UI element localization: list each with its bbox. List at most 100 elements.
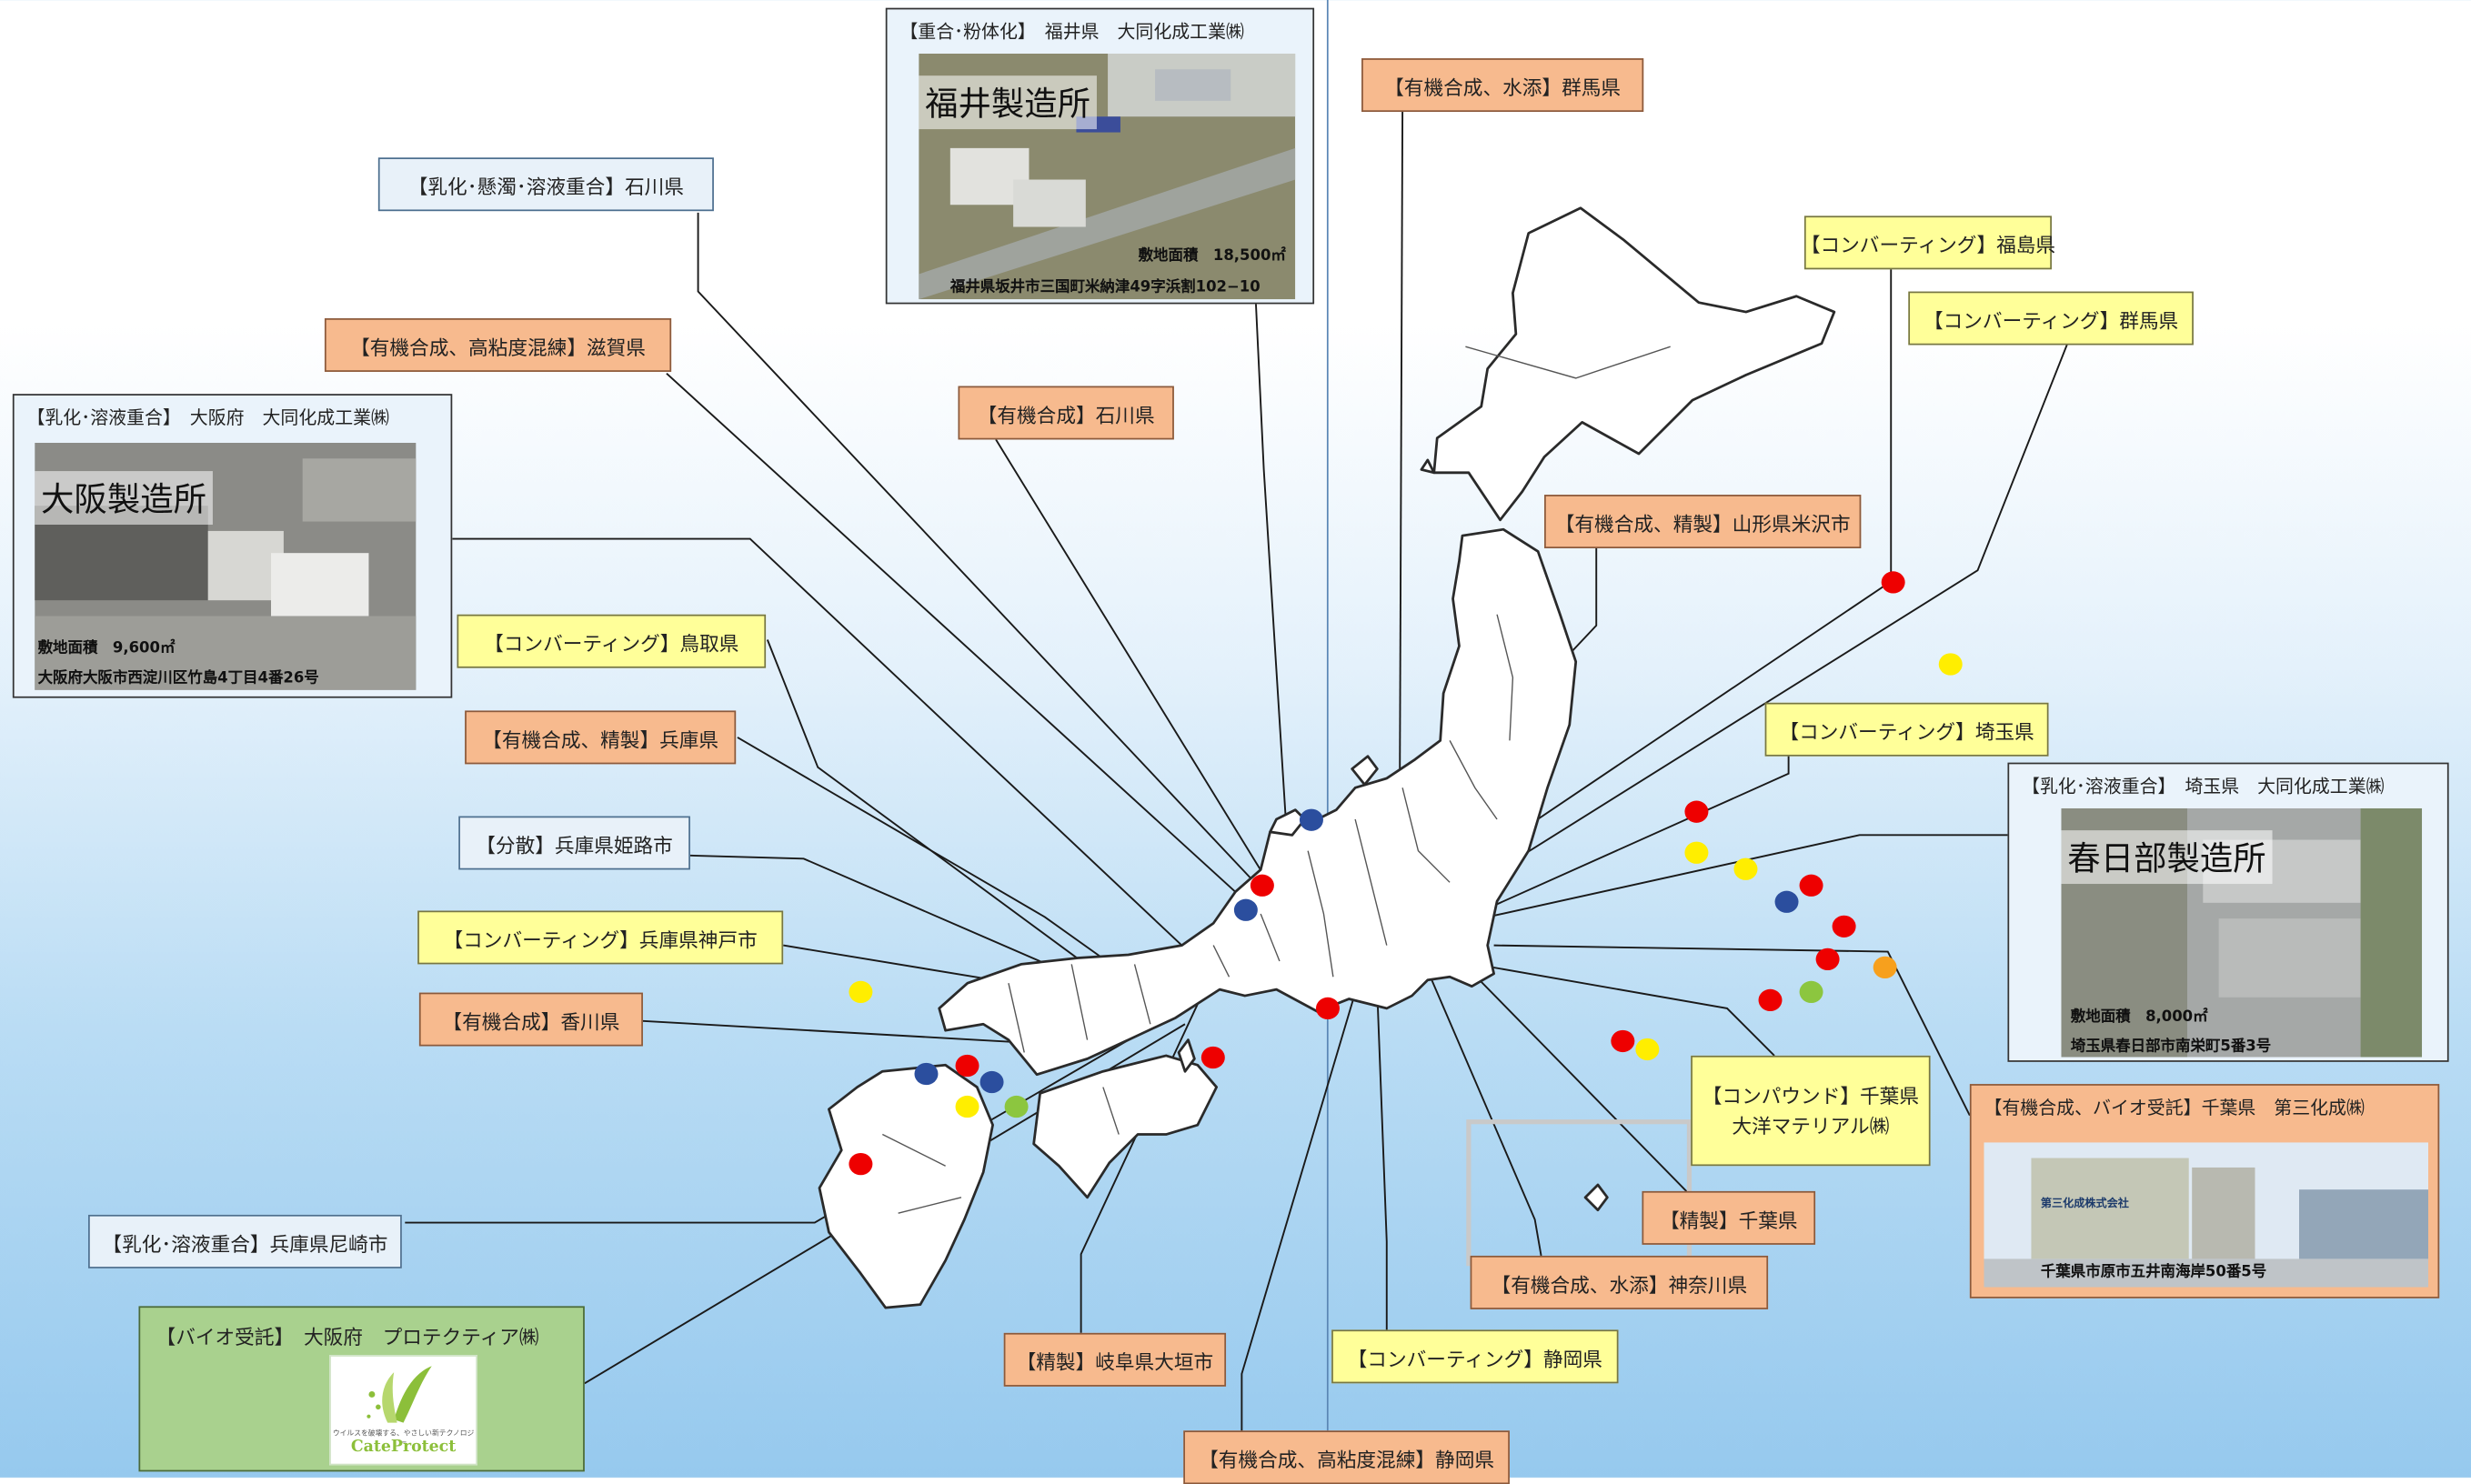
label-amagasaki-emul: 【乳化･溶液重合】兵庫県尼崎市 [88,1214,402,1268]
logo-name: CateProtect [350,1438,457,1457]
leader-gunma-conv [1433,343,2069,912]
site-dot-blue [914,1062,939,1086]
osaka-factory-name: 大阪製造所 [35,471,213,525]
leader-fukui [1255,304,1291,872]
label-kobe-conv: 【コンバーティング】兵庫県神戸市 [417,910,784,965]
pref-border-3 [1401,787,1451,883]
site-dot-blue [1299,808,1323,831]
pref-border-10 [1008,983,1025,1053]
kyushu [818,1063,994,1309]
label-saitama-conv: 【コンバーティング】埼玉県 [1764,702,2049,757]
label-ishikawa-emul: 【乳化･懸濁･溶液重合】石川県 [377,157,714,212]
pref-border-9 [1070,964,1089,1040]
label-hyogo-org: 【有機合成、精製】兵庫県 [465,710,737,765]
kasukabe-area: 敷地面積 8,000㎡ [2070,1008,2208,1026]
fukui-photo: 福井製造所 敷地面積 18,500㎡ 福井県坂井市三国町米納津49字浜割102−… [919,53,1296,300]
kasukabe-header: 【乳化･溶液重合】 埼玉県 大同化成工業㈱ [2022,775,2385,797]
noto-peninsula [1269,808,1307,837]
pref-border-6 [1260,913,1281,962]
site-dot-yellow [1635,1038,1660,1061]
hokkaido [1432,206,1836,522]
kasukabe-photo: 春日部製造所 敷地面積 8,000㎡ 埼玉県春日部市南栄町5番3号 [2061,807,2423,1058]
fukui-factory-box: 【重合･粉体化】 福井県 大同化成工業㈱ 福井製造所 敷地面積 18,500㎡ … [885,7,1315,305]
shikoku [1032,1054,1219,1199]
label-fukushima-conv: 【コンバーティング】福島県 [1801,216,2055,270]
label-shizuoka-org: 【有機合成、高粘度混練】静岡県 [1183,1430,1510,1484]
leader-ishikawa-org [995,438,1271,887]
label-chiba-refine: 【精製】千葉県 [1642,1190,1816,1245]
bio-header: 【バイオ受託】 大阪府 プロテクティア㈱ [156,1325,539,1349]
label-yamagata-org: 【有機合成、精製】山形県米沢市 [1544,495,1862,548]
leader-ishikawa-emul [697,212,1259,887]
honshu [938,527,1578,1077]
label-kanagawa-org: 【有機合成、水添】神奈川県 [1470,1255,1769,1309]
label-ogaki-refine: 【精製】岐阜県大垣市 [1003,1332,1227,1387]
pref-border-14 [1465,346,1671,379]
leader-shiga [666,372,1238,895]
cateprotect-logo: ウイルスを破壊する、やさしい新テクノロジー CateProtect [329,1355,478,1466]
site-dot-red [1684,800,1709,823]
label-chiba-compound-line1: 【コンパウンド】千葉県 [1702,1083,1920,1108]
daisan-address: 千葉県市原市五井南海岸50番5号 [2040,1263,2267,1281]
site-dot-orange [1873,956,1897,979]
divider-line [1326,0,1329,1479]
fukui-area: 敷地面積 18,500㎡ [1138,247,1286,266]
pref-border-8 [1133,964,1151,1025]
site-dot-red [849,1152,873,1176]
site-dot-yellow [1938,653,1963,676]
pref-border-13 [898,1197,962,1214]
kasukabe-address: 埼玉県春日部市南栄町5番3号 [2070,1038,2272,1056]
leader-amagasaki [405,1015,1170,1224]
label-kagawa-org: 【有機合成】香川県 [418,992,643,1047]
osaka-factory-box: 【乳化･溶液重合】 大阪府 大同化成工業㈱ 大阪製造所 敷地面積 9,600㎡ … [12,394,453,698]
pref-border-12 [882,1133,946,1167]
leader-shizuoka-conv [1376,992,1388,1332]
label-ishikawa-org: 【有機合成】石川県 [958,386,1174,440]
leader-osaka [452,537,1211,973]
leader-himeji [689,854,1139,1005]
pref-border-5 [1307,850,1334,978]
site-dot-green [1004,1095,1029,1118]
kasukabe-factory-name: 春日部製造所 [2061,830,2273,885]
site-dot-yellow [955,1095,979,1118]
kasukabe-factory-box: 【乳化･溶液重合】 埼玉県 大同化成工業㈱ 春日部製造所 敷地面積 8,000㎡… [2007,762,2449,1062]
fukui-header: 【重合･粉体化】 福井県 大同化成工業㈱ [899,20,1244,43]
osaka-header: 【乳化･溶液重合】 大阪府 大同化成工業㈱ [26,406,389,429]
leader-kasukabe [1459,834,2008,925]
site-dot-red [955,1054,979,1078]
sado-island [1351,755,1379,787]
logo-tagline: ウイルスを破壊する、やさしい新テクノロジー [332,1430,475,1449]
label-himeji-disp: 【分散】兵庫県姫路市 [458,816,690,870]
site-dot-blue [1774,890,1799,913]
label-gunma-org: 【有機合成、水添】群馬県 [1361,58,1644,113]
daisan-header: 【有機合成、バイオ受託】千葉県 第三化成㈱ [1984,1096,2365,1119]
site-dot-red [1758,988,1783,1012]
daisan-box: 【有機合成、バイオ受託】千葉県 第三化成㈱ 第三化成株式会社 千葉県市原市五井南… [1969,1084,2440,1298]
site-dot-red [1815,948,1840,970]
site-dot-red [1315,997,1340,1020]
pref-border-1 [1496,614,1514,741]
osaka-address: 大阪府大阪市西淀川区竹島4丁目4番26号 [37,669,319,687]
leader-daisan [1493,944,1971,1117]
daisan-sign: 第三化成株式会社 [2040,1197,2129,1210]
site-dot-red [1611,1029,1635,1053]
site-dot-yellow [1684,841,1709,864]
label-chiba-compound-line2: 大洋マテリアル㈱ [1732,1114,1890,1138]
site-dot-green [1799,980,1823,1004]
okushiri [1420,458,1436,475]
label-tottori-conv: 【コンバーティング】鳥取県 [457,614,767,668]
leader-shizuoka-org [1241,992,1357,1434]
label-gunma-conv: 【コンバーティング】群馬県 [1908,291,2194,346]
izu-ohshima [1583,1183,1609,1212]
site-dot-blue [1233,898,1258,921]
label-shiga-org: 【有機合成、高粘度混練】滋賀県 [324,318,672,372]
label-chiba-compound: 【コンパウンド】千葉県 大洋マテリアル㈱ [1691,1055,1931,1167]
awaji-island [1177,1038,1196,1073]
label-shizuoka-conv: 【コンバーティング】静岡県 [1331,1329,1619,1384]
leader-tottori [766,639,1100,975]
pref-border-4 [1354,818,1388,946]
site-dots [849,571,1963,1176]
leader-kanagawa [1426,969,1542,1257]
osaka-photo: 大阪製造所 敷地面積 9,600㎡ 大阪府大阪市西淀川区竹島4丁目4番26号 [35,442,417,690]
